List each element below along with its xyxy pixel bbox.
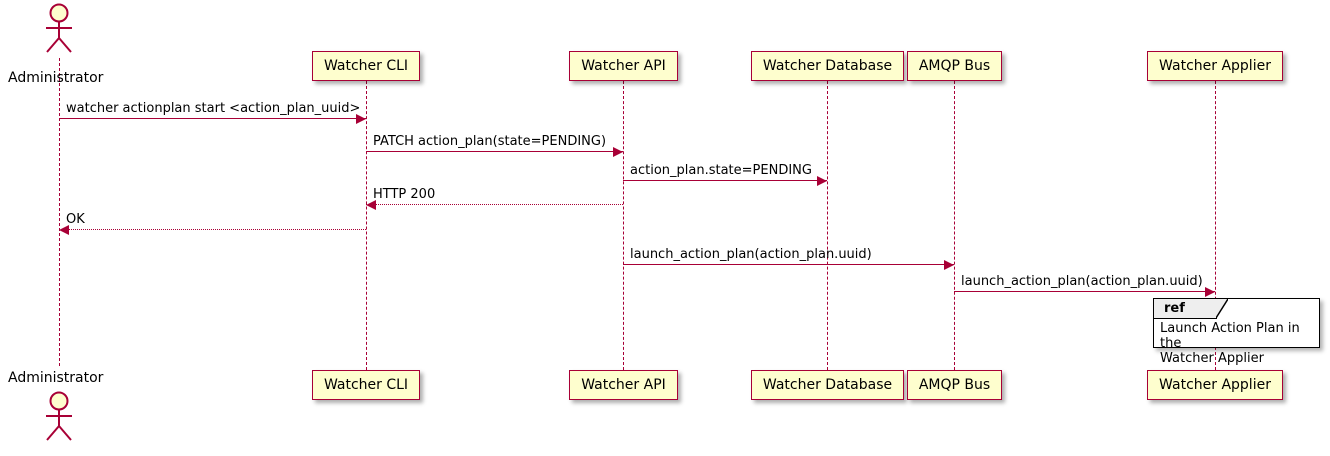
participant-watcher-database-top[interactable]: Watcher Database	[751, 51, 904, 81]
ref-note-tab-fold-icon	[1216, 299, 1228, 319]
actor-label-administrator-bottom: Administrator	[8, 370, 104, 386]
participant-label: Watcher Database	[762, 377, 893, 393]
participant-watcher-cli-top[interactable]: Watcher CLI	[312, 51, 420, 81]
actor-label-administrator-top: Administrator	[8, 70, 104, 86]
actor-administrator-bottom-icon	[46, 391, 72, 441]
message-label-7: launch_action_plan(action_plan.uuid)	[961, 274, 1203, 289]
message-arrowhead-4	[366, 200, 376, 210]
lifeline-watcher-api	[623, 81, 624, 370]
lifeline-watcher-database	[827, 81, 828, 370]
message-label-6: launch_action_plan(action_plan.uuid)	[630, 247, 872, 262]
participant-label: Watcher CLI	[323, 58, 409, 74]
participant-watcher-applier-top[interactable]: Watcher Applier	[1147, 51, 1283, 81]
participant-amqp-bus-top[interactable]: AMQP Bus	[907, 51, 1002, 81]
participant-label: Watcher API	[581, 377, 666, 393]
ref-note-text: Launch Action Plan in the Watcher Applie…	[1160, 321, 1300, 366]
ref-note-tab-label: ref	[1164, 301, 1185, 316]
message-line-4	[366, 204, 623, 205]
lifeline-amqp-bus	[954, 81, 955, 370]
ref-note: ref Launch Action Plan in the Watcher Ap…	[1153, 298, 1320, 366]
message-label-3: action_plan.state=PENDING	[630, 163, 812, 178]
message-arrowhead-7	[1205, 287, 1215, 297]
participant-label: Watcher Applier	[1159, 58, 1271, 74]
message-line-1	[59, 118, 366, 119]
message-line-3	[623, 180, 827, 181]
lifeline-watcher-applier	[1215, 81, 1216, 370]
message-label-5: OK	[66, 212, 85, 227]
participant-label: Watcher CLI	[323, 377, 409, 393]
participant-watcher-applier-bottom[interactable]: Watcher Applier	[1147, 370, 1283, 400]
lifeline-watcher-cli	[366, 81, 367, 370]
lifeline-administrator	[59, 58, 60, 366]
participant-label: AMQP Bus	[918, 377, 991, 393]
message-label-1: watcher actionplan start <action_plan_uu…	[66, 101, 361, 116]
participant-label: AMQP Bus	[918, 58, 991, 74]
message-arrowhead-1	[356, 114, 366, 124]
message-line-2	[366, 151, 623, 152]
message-line-7	[954, 291, 1215, 292]
participant-label: Watcher API	[581, 58, 666, 74]
participant-amqp-bus-bottom[interactable]: AMQP Bus	[907, 370, 1002, 400]
message-arrowhead-3	[817, 176, 827, 186]
actor-administrator-top-icon	[46, 3, 72, 53]
message-arrowhead-2	[613, 147, 623, 157]
message-label-4: HTTP 200	[373, 187, 436, 202]
participant-label: Watcher Applier	[1159, 377, 1271, 393]
message-arrowhead-5	[59, 225, 69, 235]
message-line-6	[623, 264, 954, 265]
participant-label: Watcher Database	[762, 58, 893, 74]
participant-watcher-cli-bottom[interactable]: Watcher CLI	[312, 370, 420, 400]
message-line-5	[59, 229, 366, 230]
participant-watcher-api-bottom[interactable]: Watcher API	[569, 370, 678, 400]
message-arrowhead-6	[944, 260, 954, 270]
participant-watcher-database-bottom[interactable]: Watcher Database	[751, 370, 904, 400]
message-label-2: PATCH action_plan(state=PENDING)	[373, 134, 607, 149]
participant-watcher-api-top[interactable]: Watcher API	[569, 51, 678, 81]
